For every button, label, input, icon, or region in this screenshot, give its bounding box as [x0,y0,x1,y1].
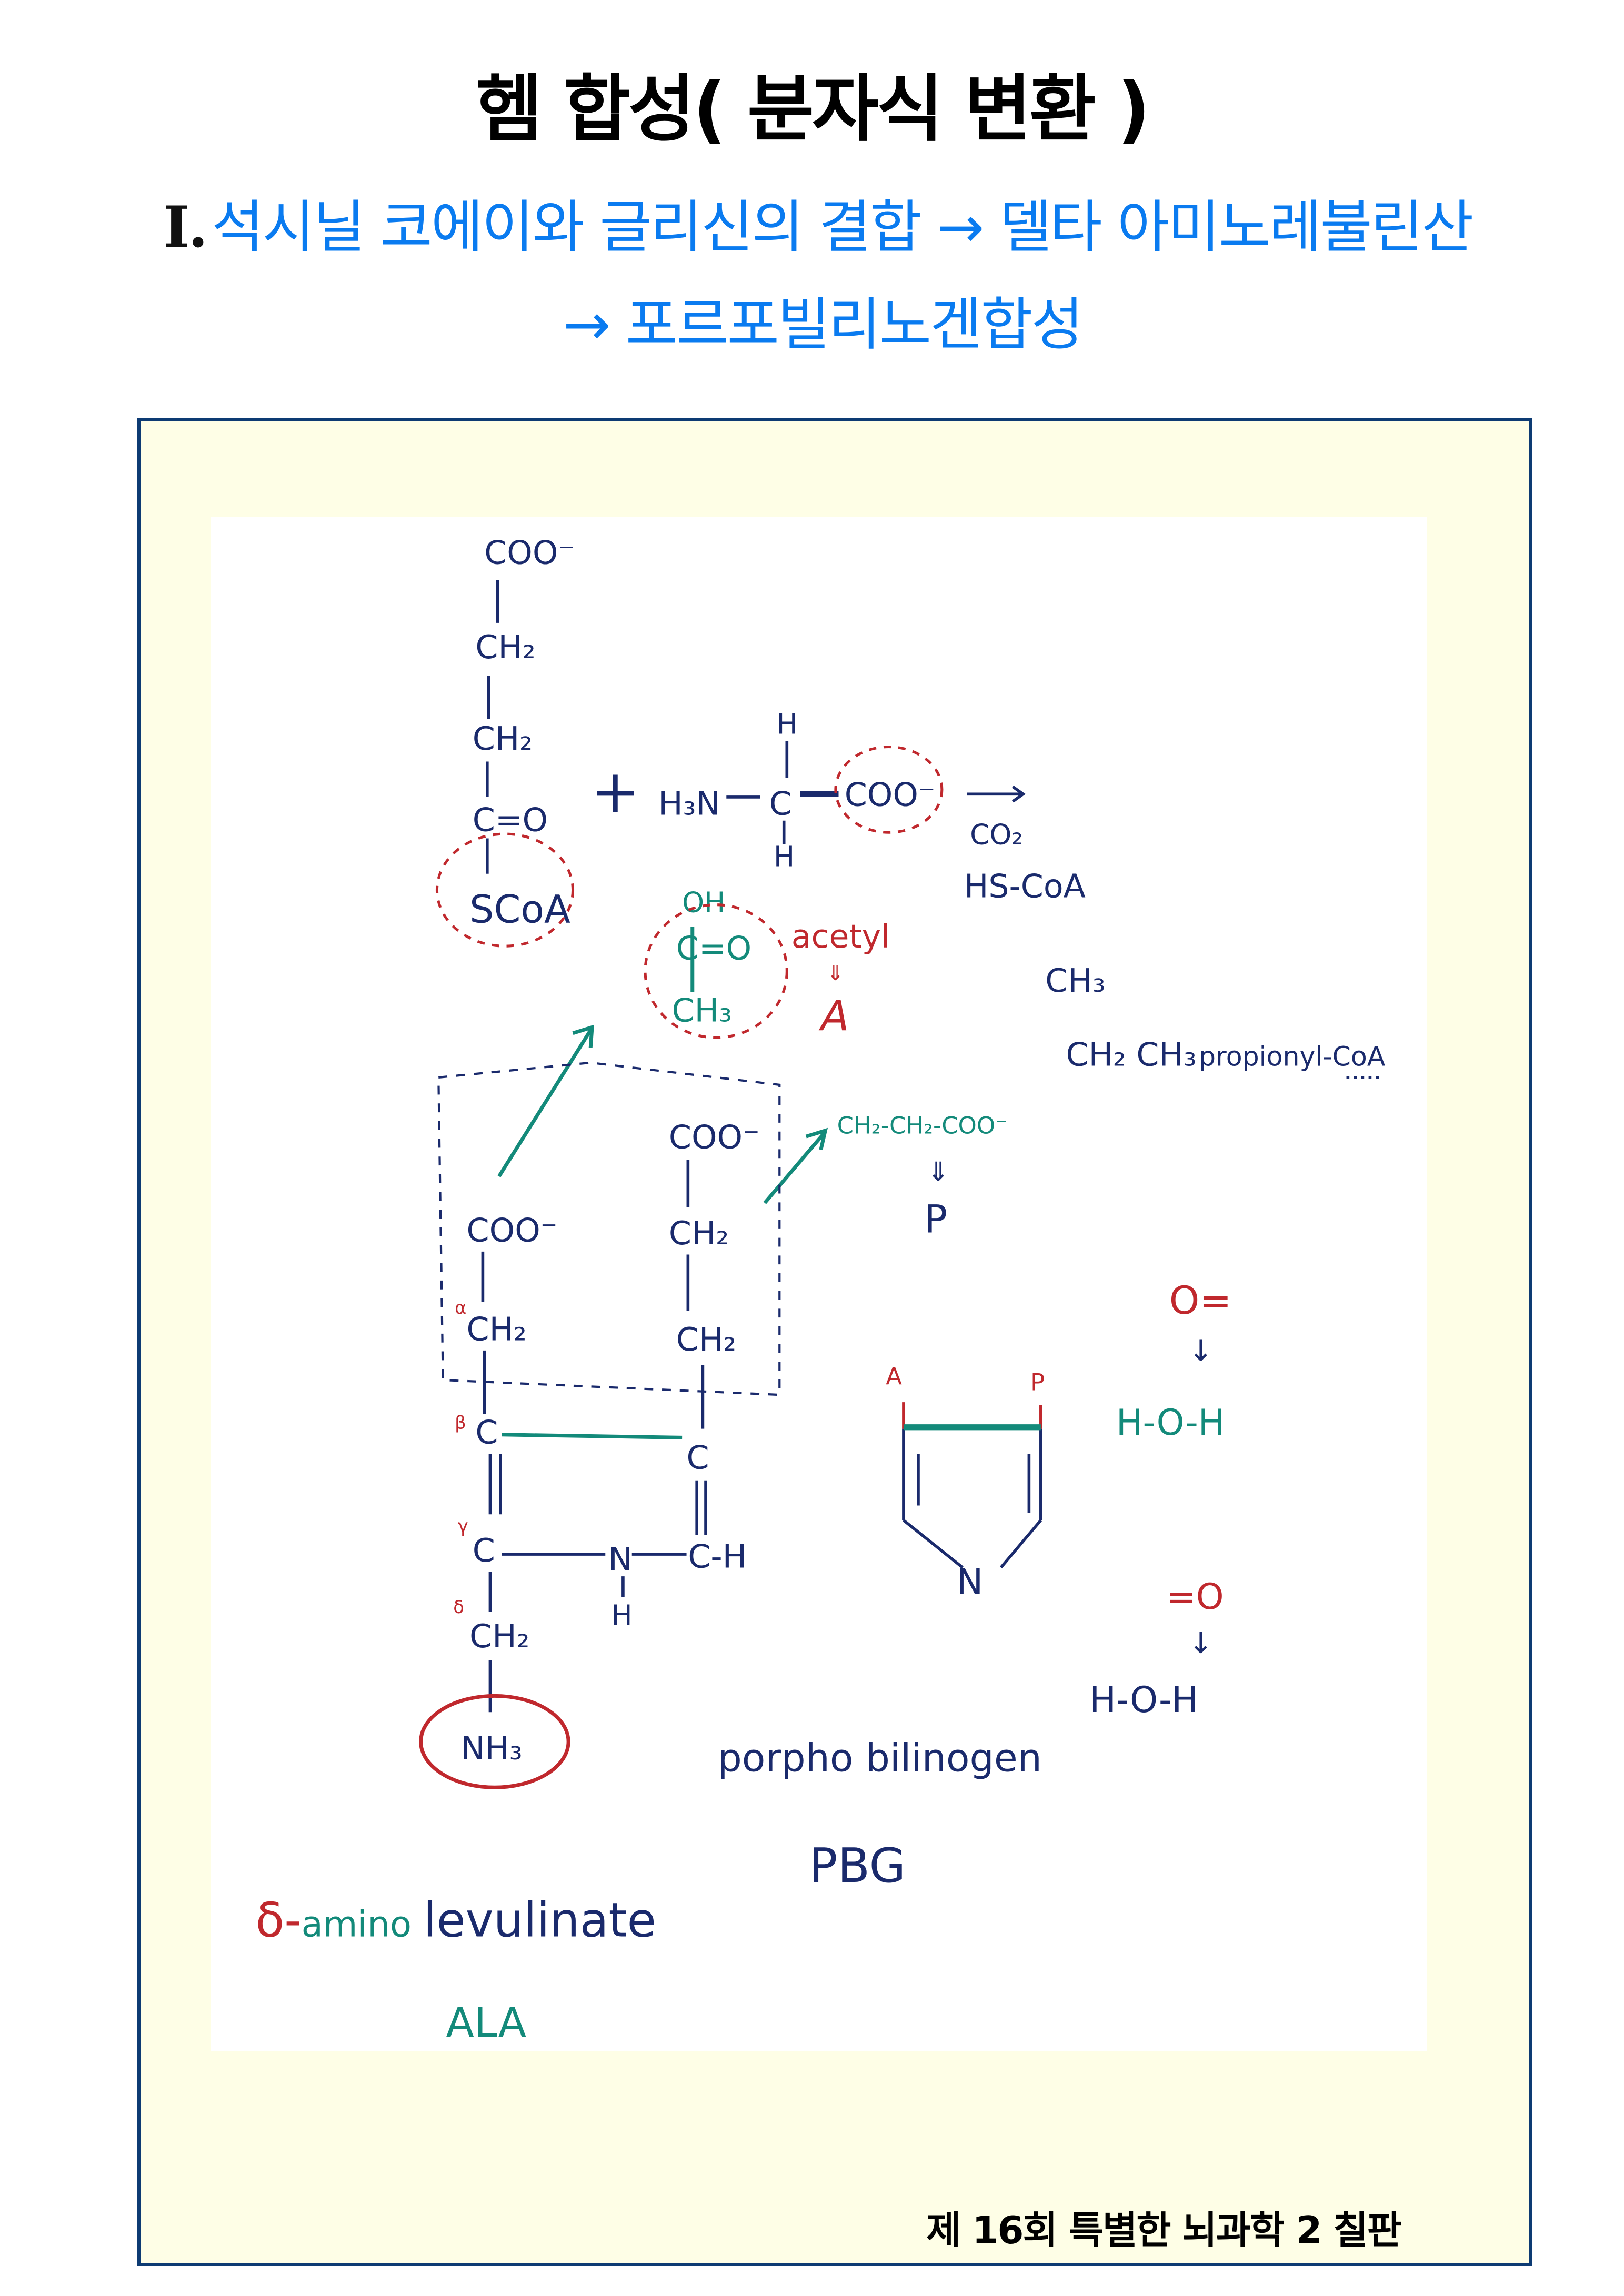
section-numeral: I. [163,194,208,260]
water1-o: O= [1169,1278,1232,1323]
dashed-circles [435,745,944,1039]
ala-delta: δ- [255,1894,301,1948]
right-ch2-b: CH₂ [676,1321,736,1358]
delta-label: δ [453,1597,464,1617]
footer-caption: 제 16회 특별한 뇌과학 2 칠판 [926,2208,1402,2252]
water2-arrow: ↓ [1188,1626,1213,1660]
ring-a: A [886,1362,902,1390]
hscoa-label: HS-CoA [964,868,1086,905]
ala-name: δ-amino levulinate [255,1894,656,1948]
glycine-h-top: H [777,708,798,740]
ala-abbr: ALA [446,1998,526,2047]
gamma-label: γ [458,1516,468,1536]
glycine-coo: COO⁻ [845,776,936,814]
propionate-chain: CH₂-CH₂-COO⁻ [837,1112,1008,1140]
ring-p: P [1030,1368,1045,1396]
left-ch2-b: CH₂ [469,1617,529,1655]
pbg-name: porpho bilinogen [717,1736,1041,1780]
amine-nh3: NH₃ [460,1729,522,1767]
propionyl-ch3: CH₃ [1045,962,1105,1000]
pbg-abbr: PBG [809,1839,906,1894]
dashed-box [437,1061,781,1396]
right-c: C [687,1438,709,1476]
page-title: 헴 합성( 분자식 변환 ) [476,67,1150,152]
highlight-bonds [497,791,1041,1439]
ala-levulinate: levulinate [424,1894,656,1948]
glycine-c: C [769,785,792,823]
succinyl-ch2-b: CH₂ [473,720,533,758]
succinyl-coo: COO⁻ [484,534,575,572]
acetyl-label: acetyl [791,918,890,955]
acetyl-co: C=O [676,929,751,967]
right-ch2-a: CH₂ [669,1214,729,1252]
propionyl-label: propionyl-CoA [1199,1041,1386,1072]
bond-lines [481,580,1042,1713]
right-ch: C-H [688,1537,747,1575]
ring-n: N [608,1540,633,1578]
handwritten-sheet [211,517,1427,2051]
beta-label: β [455,1413,466,1433]
glycine-h-bottom: H [774,841,795,873]
step-text-1: 석시닐 코에이와 글리신의 결합 → 델타 아미노레불린산 [212,195,1473,260]
acetyl-letter: A [818,992,849,1040]
right-coo: COO⁻ [669,1119,760,1156]
water1-arrow: ↓ [1188,1334,1213,1368]
succinyl-scoa: SCoA [469,887,570,932]
acetyl-ch3: CH₃ [671,991,731,1029]
amine-circle [419,1694,570,1789]
acetyl-arrow: ⇓ [827,962,844,985]
co2-label: CO₂ [970,819,1023,851]
pyrrole-n: N [957,1562,983,1603]
ala-amino: amino [302,1904,412,1945]
step-description-line1: I.석시닐 코에이와 글리신의 결합 → 델타 아미노레불린산 [163,182,1474,264]
succinyl-co: C=O [473,801,548,839]
succinyl-ch2-a: CH₂ [475,628,535,666]
water2-hoh: H-O-H [1089,1679,1198,1720]
water2-o: =O [1166,1576,1224,1617]
glycine-h3n: H₃N [658,785,720,823]
propionate-letter: P [924,1197,947,1242]
water1-hoh: H-O-H [1116,1402,1225,1443]
ring-nh: H [611,1599,632,1632]
left-c1: C [475,1414,498,1452]
alpha-label: α [455,1297,466,1318]
acetyl-oh: OH [682,887,725,919]
left-c2: C [473,1532,495,1569]
left-ch2: CH₂ [467,1310,527,1348]
plus-sign: + [590,758,640,826]
step-description-line2: → 포르포빌리노겐합성 [563,292,1084,358]
propionate-arrow: ⇓ [927,1156,949,1187]
propionyl-ch2ch3: CH₂ CH₃ [1066,1035,1197,1073]
left-coo: COO⁻ [467,1211,558,1249]
